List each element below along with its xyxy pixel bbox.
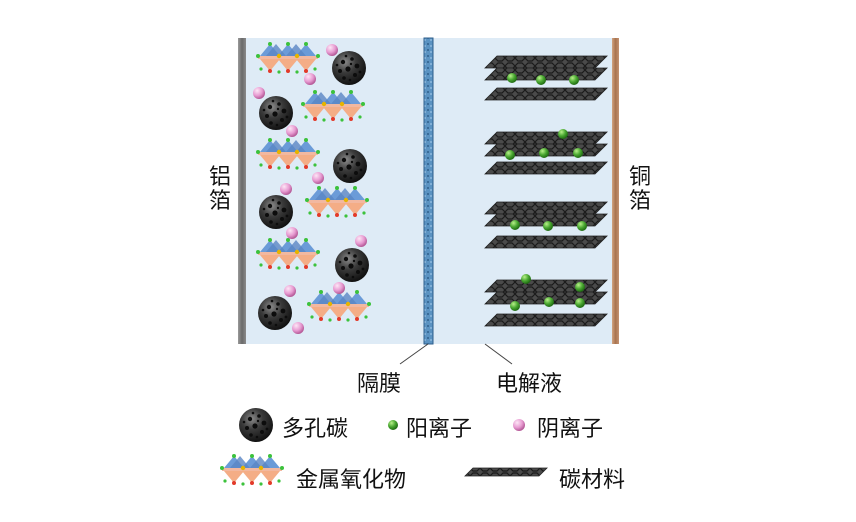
anion [312, 172, 324, 184]
cation [577, 221, 587, 231]
anion [284, 285, 296, 297]
porous-carbon-sphere [332, 51, 366, 85]
separator-leader-line [399, 343, 429, 365]
copper-foil-label: 铜箔 [628, 165, 651, 214]
anion [292, 322, 304, 334]
anion [253, 87, 265, 99]
cation [505, 150, 515, 160]
porous-carbon-sphere [258, 296, 292, 330]
anion [286, 125, 298, 137]
green-ion-icon [388, 420, 398, 430]
electrolyte-label: 电解液 [496, 372, 563, 397]
cation [543, 221, 553, 231]
cation [510, 220, 520, 230]
legend-label-porous-carbon: 多孔碳 [282, 417, 349, 442]
cation [575, 298, 585, 308]
separator-label: 隔膜 [357, 372, 402, 397]
cation [573, 148, 583, 158]
anion [333, 282, 345, 294]
legend-label-cation: 阳离子 [406, 417, 473, 442]
porous-carbon-sphere-icon [239, 408, 273, 442]
porous-carbon-sphere [333, 149, 367, 183]
anion [355, 235, 367, 247]
carbon-sheet-icon [464, 467, 548, 477]
legend-label-metal-oxide: 金属氧化物 [296, 468, 407, 493]
cation [575, 282, 585, 292]
pink-ion-icon [513, 419, 525, 431]
anion [286, 227, 298, 239]
copper-foil [612, 38, 619, 344]
cation [507, 73, 517, 83]
porous-carbon-sphere [259, 195, 293, 229]
electrolyte-leader-line [484, 343, 513, 365]
cation [521, 274, 531, 284]
metal-oxide-lattice-icon [220, 454, 284, 486]
aluminum-foil [238, 38, 246, 344]
cation [544, 297, 554, 307]
cation [569, 75, 579, 85]
cation [536, 75, 546, 85]
cation [558, 129, 568, 139]
anion [304, 73, 316, 85]
cation [510, 301, 520, 311]
anion [326, 44, 338, 56]
porous-carbon-sphere [259, 96, 293, 130]
aluminum-foil-label: 铝箔 [208, 165, 231, 214]
separator [423, 37, 434, 345]
legend-label-carbon-material: 碳材料 [559, 468, 626, 493]
porous-carbon-sphere [335, 248, 369, 282]
anion [280, 183, 292, 195]
cation [539, 148, 549, 158]
legend-label-anion: 阴离子 [537, 417, 604, 442]
